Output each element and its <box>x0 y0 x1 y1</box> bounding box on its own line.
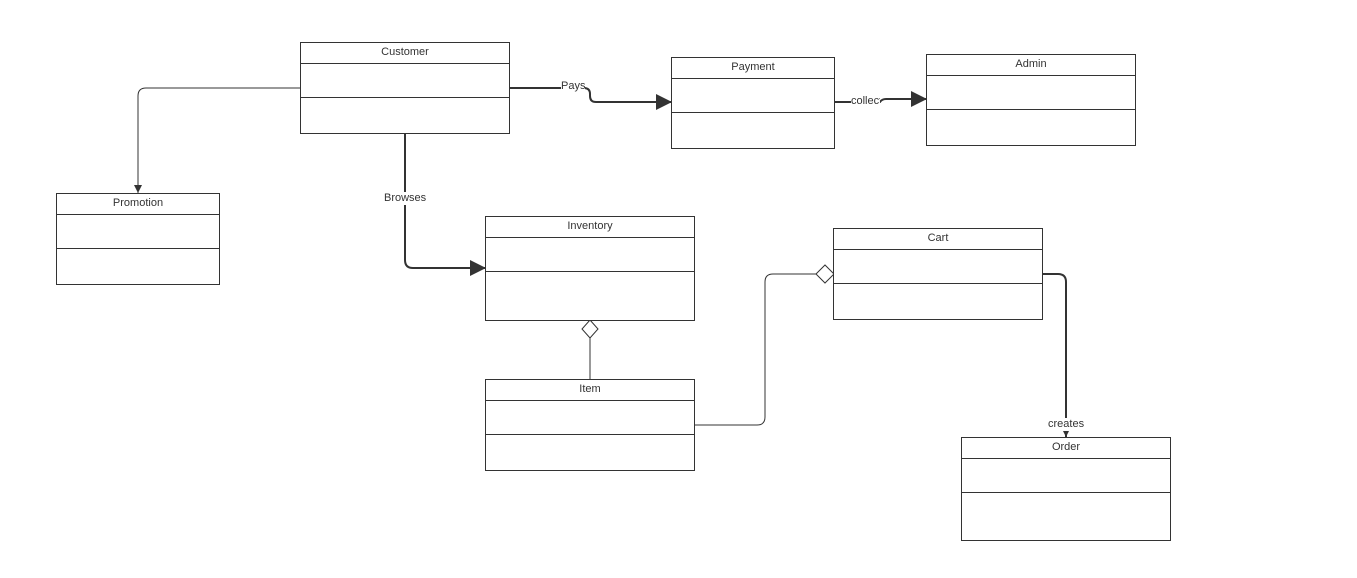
class-promotion-name: Promotion <box>57 194 219 215</box>
class-order-name: Order <box>962 438 1170 459</box>
item-cart-aggregation-line[interactable] <box>695 273 816 426</box>
class-inventory-attributes[interactable] <box>486 238 694 272</box>
class-item-attributes[interactable] <box>486 401 694 435</box>
label-pays: Pays <box>561 80 586 93</box>
class-payment[interactable]: Payment <box>671 57 835 149</box>
class-cart-attributes[interactable] <box>834 250 1042 284</box>
class-admin[interactable]: Admin <box>926 54 1136 146</box>
class-inventory-name: Inventory <box>486 217 694 238</box>
class-item-name: Item <box>486 380 694 401</box>
cart-aggregation-diamond <box>815 264 835 284</box>
class-cart[interactable]: Cart <box>833 228 1043 320</box>
class-promotion-attributes[interactable] <box>57 215 219 249</box>
customer-inventory-connector[interactable] <box>404 133 486 276</box>
class-promotion[interactable]: Promotion <box>56 193 220 285</box>
class-order[interactable]: Order <box>961 437 1171 541</box>
class-cart-name: Cart <box>834 229 1042 250</box>
label-creates: creates <box>1048 418 1085 431</box>
customer-payment-connector[interactable] <box>510 87 672 110</box>
customer-promotion-connector[interactable] <box>134 87 301 193</box>
class-inventory[interactable]: Inventory <box>485 216 695 321</box>
class-customer-attributes[interactable] <box>301 64 509 98</box>
payment-admin-connector[interactable] <box>834 91 927 107</box>
class-customer-name: Customer <box>301 43 509 64</box>
label-collect: collect <box>851 95 880 108</box>
inventory-aggregation-diamond <box>581 319 599 339</box>
cart-order-connector[interactable] <box>1043 273 1074 437</box>
class-item[interactable]: Item <box>485 379 695 471</box>
class-order-attributes[interactable] <box>962 459 1170 493</box>
class-payment-name: Payment <box>672 58 834 79</box>
class-customer[interactable]: Customer <box>300 42 510 134</box>
label-browses: Browses <box>384 192 427 205</box>
class-admin-name: Admin <box>927 55 1135 76</box>
class-payment-attributes[interactable] <box>672 79 834 113</box>
class-admin-attributes[interactable] <box>927 76 1135 110</box>
